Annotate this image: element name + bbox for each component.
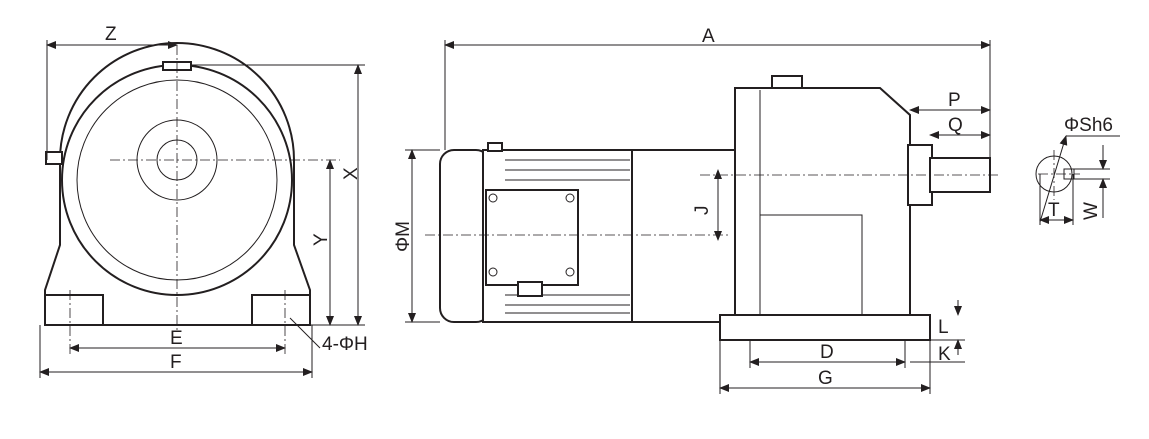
dim-m: ΦM: [393, 221, 414, 252]
dim-z: Z: [105, 24, 117, 45]
side-view: A ΦM J P Q L K D G: [393, 26, 1000, 394]
dim-e: E: [170, 328, 183, 349]
dim-p: P: [948, 90, 961, 111]
breather-plug: [771, 75, 803, 89]
base-plate: [719, 314, 931, 341]
cable-gland: [517, 281, 543, 297]
dim-a: A: [702, 26, 715, 47]
dim-j: J: [692, 206, 713, 216]
foot-left: [44, 294, 104, 326]
dim-y: Y: [311, 233, 332, 246]
dim-hole: 4-ΦH: [322, 334, 368, 355]
dim-w: W: [1081, 202, 1102, 220]
dim-x: X: [341, 167, 362, 180]
dim-q: Q: [948, 115, 963, 136]
foot-right: [251, 294, 311, 326]
dim-g: G: [818, 368, 833, 389]
terminal-box: [485, 189, 579, 286]
front-housing-outline: [44, 42, 311, 326]
dim-s: ΦSh6: [1064, 115, 1113, 136]
dim-t: T: [1048, 200, 1060, 221]
gearbox-housing: [734, 87, 911, 316]
dim-f: F: [170, 352, 182, 373]
dim-k: K: [938, 344, 951, 365]
dim-l: L: [938, 317, 949, 338]
gear-adapter: [631, 149, 736, 323]
dim-d: D: [820, 342, 834, 363]
terminal-stub: [45, 151, 63, 165]
front-view: Z X Y E F 4-ΦH: [39, 24, 368, 378]
lifting-lug: [487, 142, 503, 152]
cooling-fins: [505, 159, 630, 314]
shaft-section: W T ΦSh6: [1035, 115, 1120, 225]
